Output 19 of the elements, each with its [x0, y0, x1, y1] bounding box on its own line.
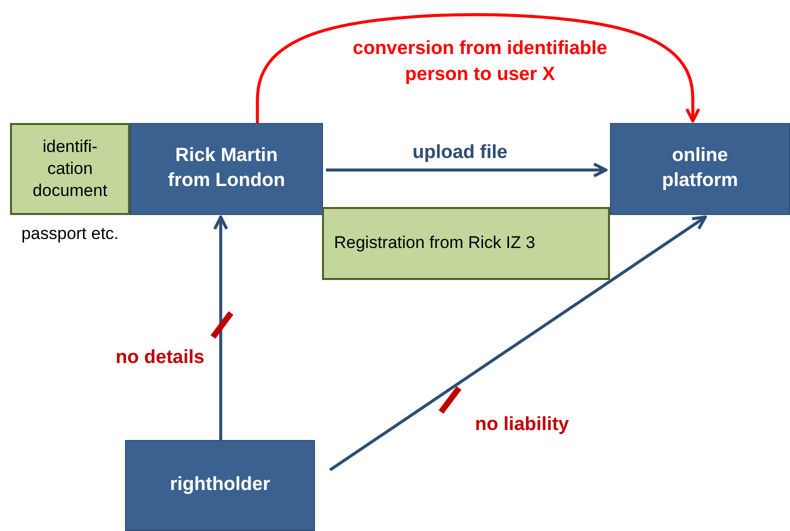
node-text: online platform: [661, 144, 739, 193]
note-box: [10, 123, 130, 215]
node-text: identifi- cation document: [32, 136, 108, 202]
node-caption: passport etc.: [20, 223, 120, 245]
node-text: rightholder: [170, 473, 270, 498]
edge-label: no details: [114, 346, 206, 370]
process-box: [125, 440, 315, 531]
note-box: [322, 207, 610, 280]
arrow: [329, 216, 707, 472]
process-box: [130, 123, 323, 215]
arrow: [256, 13, 700, 123]
node-text: Registration from Rick IZ 3: [334, 232, 536, 254]
arrow: [326, 162, 608, 178]
process-box: [610, 123, 790, 215]
edge-label: conversion from identifiable person to user X: [352, 37, 608, 87]
edge-label: upload file: [412, 141, 508, 165]
edge-label: no liability: [474, 413, 570, 437]
arrow: [213, 216, 228, 440]
node-text: Rick Martin from London: [166, 144, 286, 193]
